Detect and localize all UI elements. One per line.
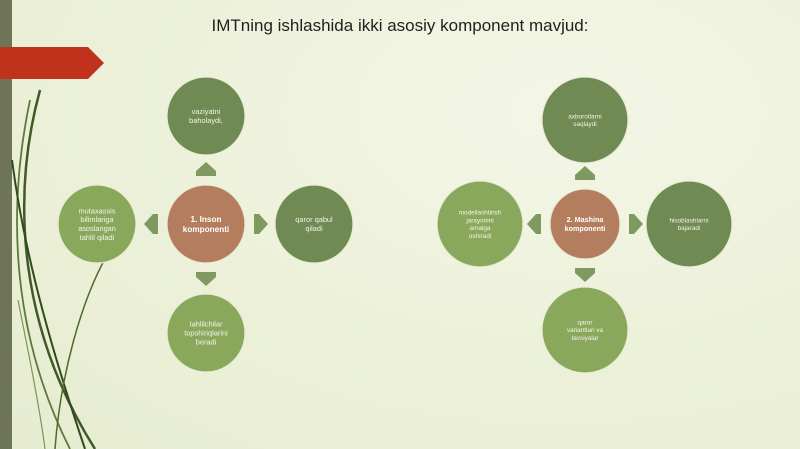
slide-title: IMTning ishlashida ikki asosiy komponent…: [211, 16, 589, 35]
diagram-1-arrow-down: [196, 272, 216, 286]
diagram-1-arrow-up: [196, 162, 216, 176]
diagram-1-bottom-node: [166, 293, 246, 373]
diagram-1-right-node: [274, 184, 354, 264]
diagram-1-center-node: [166, 184, 246, 264]
diagram-2-top-node: [541, 76, 629, 164]
diagram-2-center-node: [549, 188, 621, 260]
diagram-2-arrow-up: [575, 166, 595, 180]
diagram-1-top-node: [166, 76, 246, 156]
diagram-1-arrow-left: [144, 214, 158, 234]
diagram-2-bottom-node: [541, 286, 629, 374]
left-accent-bar: [0, 0, 12, 449]
diagram-2-right-node: [645, 180, 733, 268]
diagram-2-arrow-left: [527, 214, 541, 234]
diagram-1-left-node: [57, 184, 137, 264]
diagram-2-arrow-down: [575, 268, 595, 282]
diagram-2-arrow-right: [629, 214, 643, 234]
diagram-1-arrow-right: [254, 214, 268, 234]
decorative-swoosh: [11, 89, 111, 449]
diagram-2-left-node: [436, 180, 524, 268]
red-arrow-tab: [0, 47, 104, 79]
